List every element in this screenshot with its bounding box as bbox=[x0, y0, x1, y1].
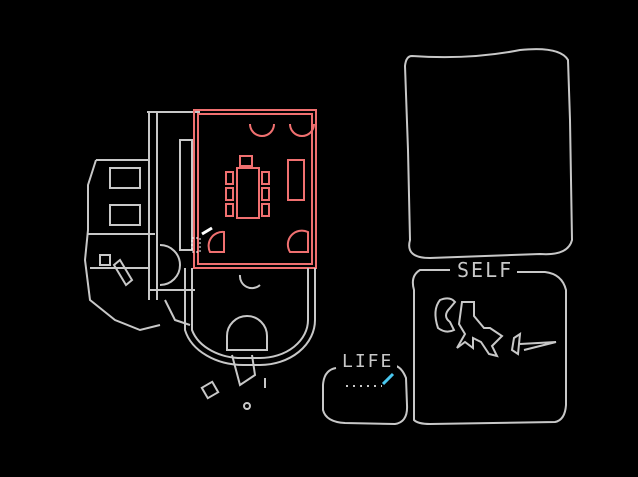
player-marker bbox=[201, 226, 213, 236]
self-panel-frame bbox=[411, 269, 567, 426]
cursor-marker bbox=[191, 237, 201, 253]
life-panel-frame bbox=[322, 365, 409, 426]
map-west-wing bbox=[83, 111, 200, 332]
self-label: SELF bbox=[453, 260, 518, 280]
map-explored-room bbox=[193, 109, 317, 269]
life-meter bbox=[346, 372, 395, 387]
top-panel-frame bbox=[403, 48, 574, 260]
self-portrait-icon bbox=[434, 297, 557, 358]
life-label: LIFE bbox=[338, 352, 398, 372]
dungeon-map[interactable] bbox=[83, 109, 317, 410]
map-south-hall bbox=[184, 268, 316, 410]
